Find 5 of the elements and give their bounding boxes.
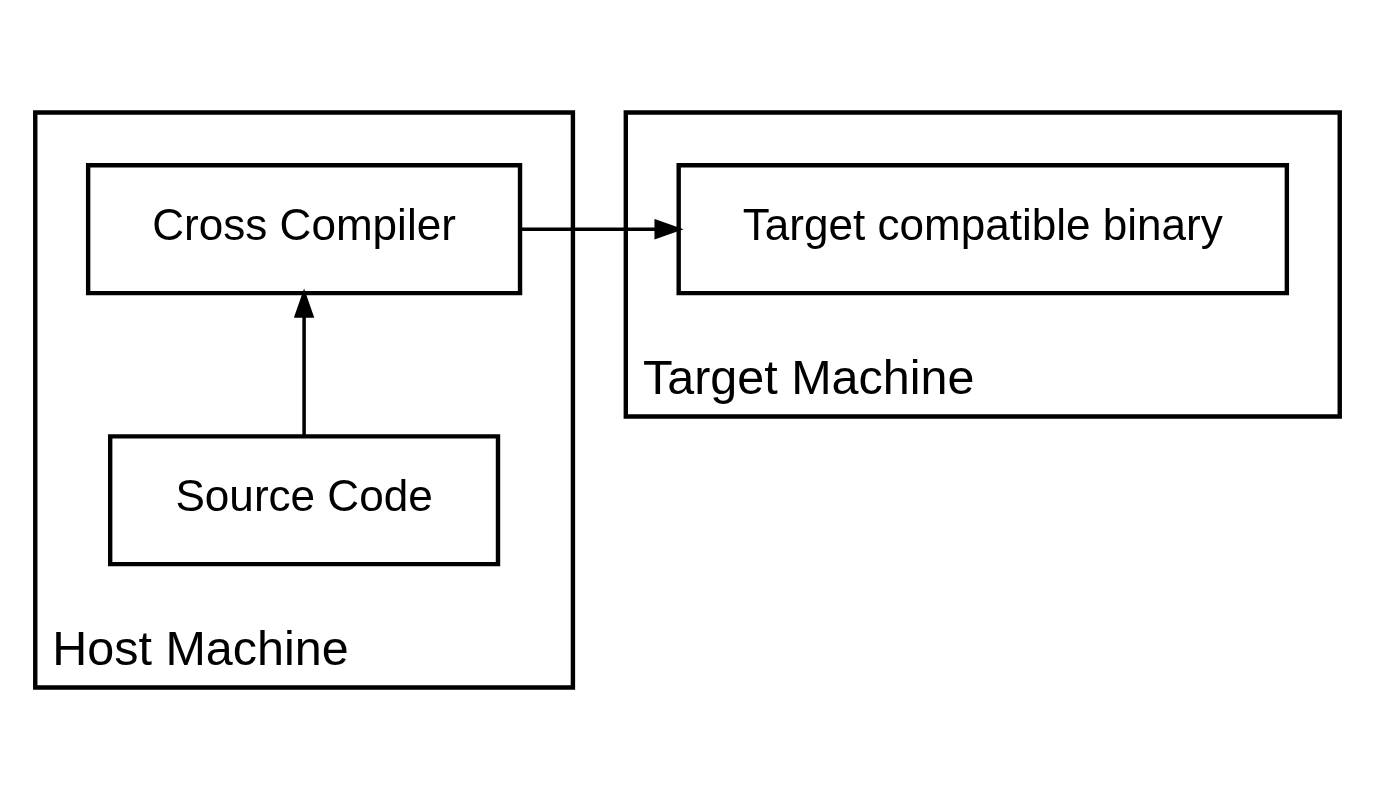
arrow xyxy=(293,288,315,436)
node-box: Target compatible binary xyxy=(676,162,1290,295)
node-box: Cross Compiler xyxy=(85,162,523,295)
node-box: Source Code xyxy=(107,433,501,566)
arrow xyxy=(520,218,684,239)
